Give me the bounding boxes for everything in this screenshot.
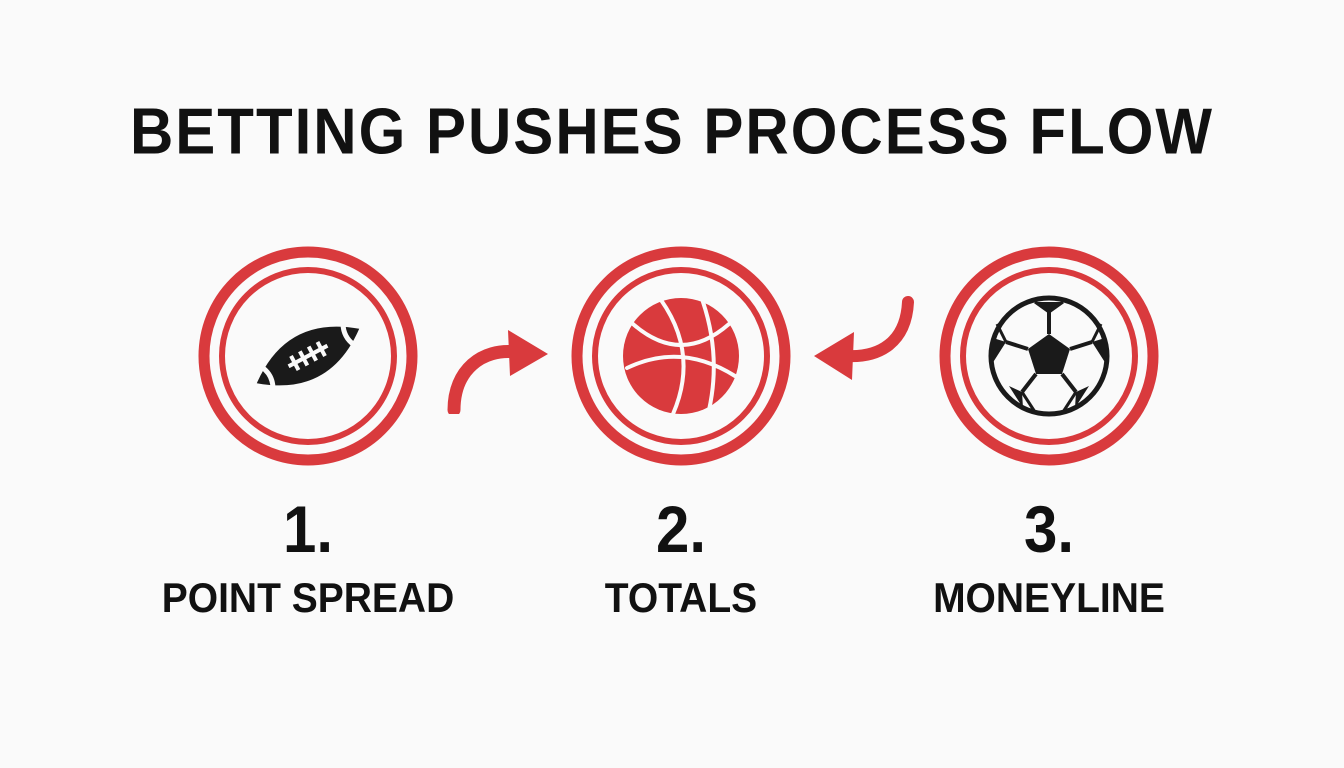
football-icon bbox=[198, 246, 418, 466]
step-label: MONEYLINE bbox=[933, 575, 1165, 622]
step-number: 3. bbox=[1023, 492, 1075, 567]
step-label: POINT SPREAD bbox=[161, 575, 455, 622]
step-circle bbox=[939, 246, 1159, 466]
soccer-ball-icon bbox=[939, 246, 1159, 466]
step-circle bbox=[198, 246, 418, 466]
step-number: 2. bbox=[655, 492, 707, 567]
step-label: TOTALS bbox=[604, 575, 758, 622]
step-moneyline: 3. MONEYLINE bbox=[889, 246, 1209, 626]
curved-arrow-left-icon bbox=[810, 296, 922, 392]
basketball-icon bbox=[571, 246, 791, 466]
curved-arrow-right-icon bbox=[444, 318, 554, 414]
step-number: 1. bbox=[282, 492, 334, 567]
step-point-spread: 1. POINT SPREAD bbox=[148, 246, 468, 626]
step-totals: 2. TOTALS bbox=[521, 246, 841, 626]
step-circle bbox=[571, 246, 791, 466]
page-title: BETTING PUSHES PROCESS FLOW bbox=[129, 95, 1215, 168]
